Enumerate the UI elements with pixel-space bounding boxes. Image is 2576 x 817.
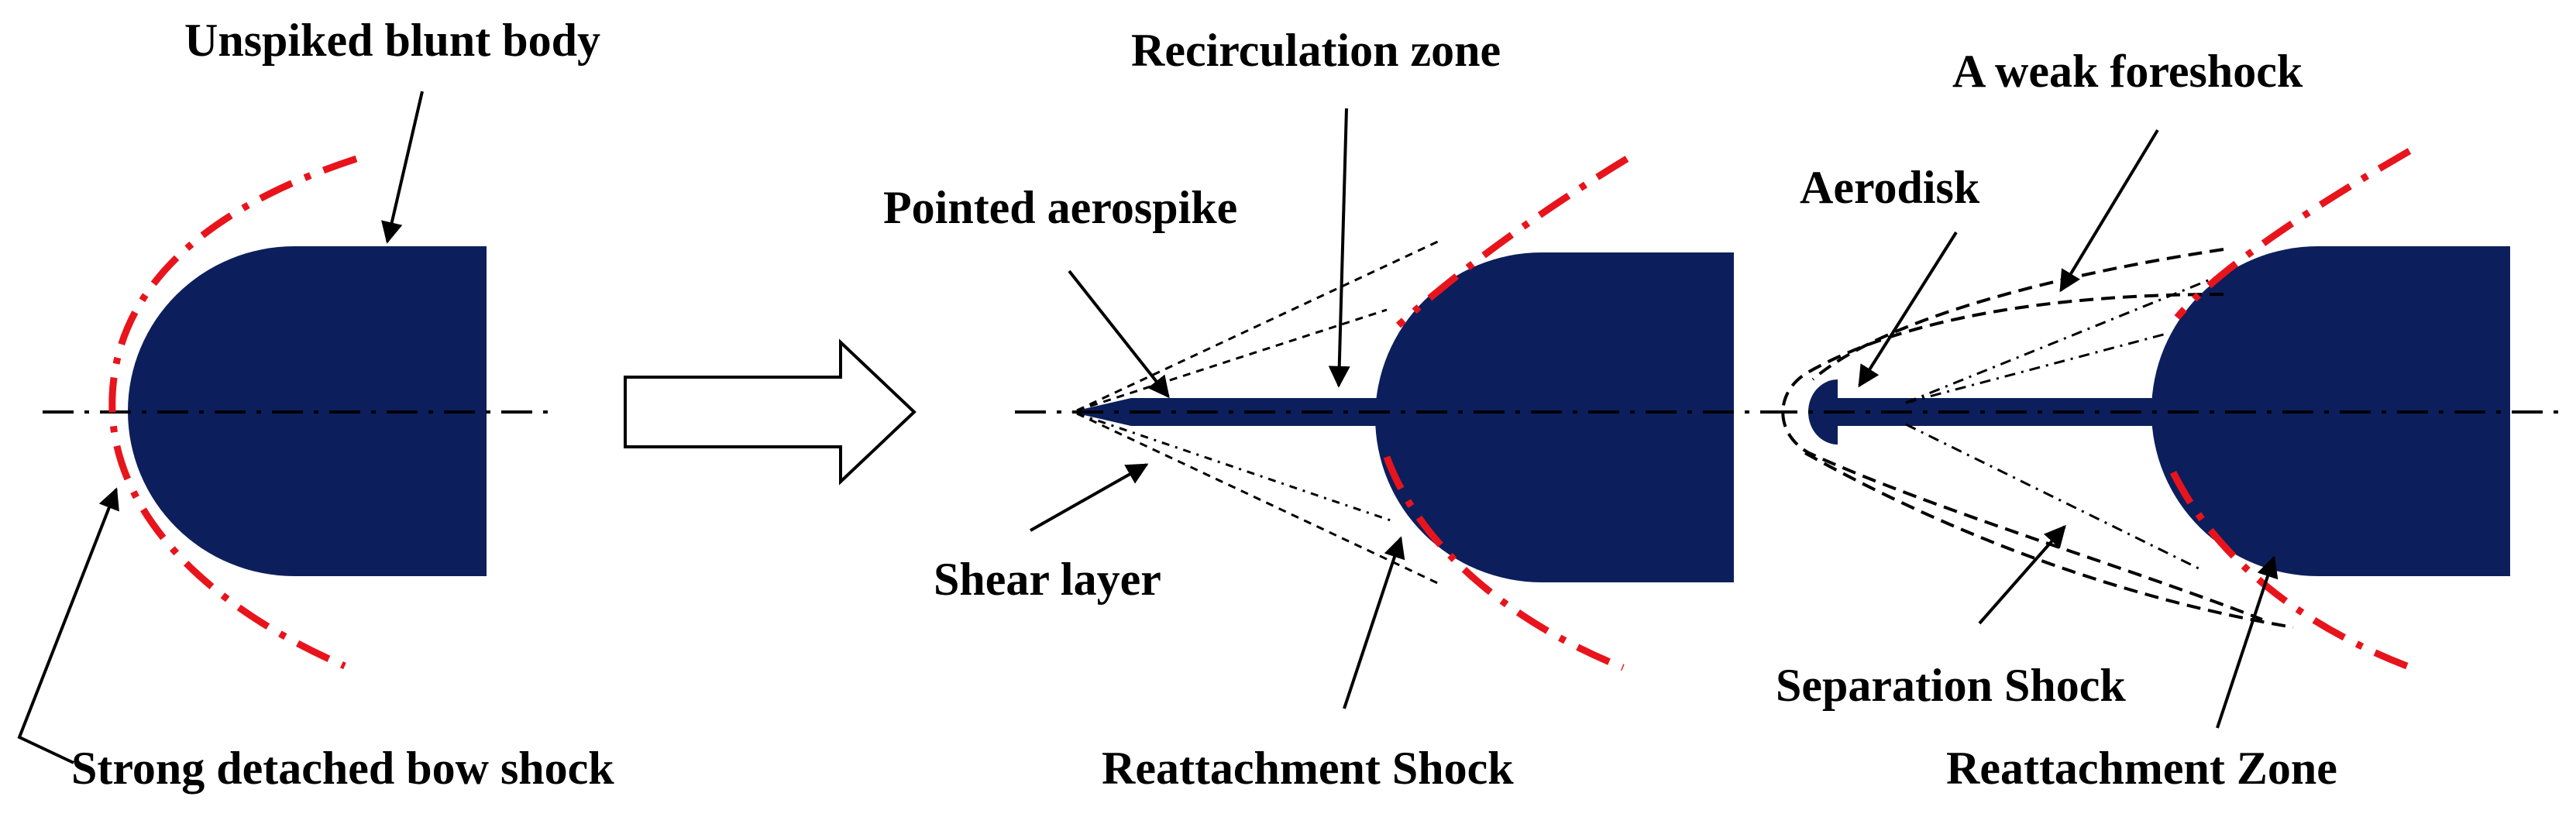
weak-foreshock-arrow (2059, 129, 2159, 293)
aerodisk-head (1808, 379, 1838, 445)
separation-shock-label: Separation Shock (1776, 660, 2126, 711)
recirculation-arrow (1328, 108, 1350, 388)
recirculation-label: Recirculation zone (1131, 25, 1501, 76)
shear-layer-3-lower (1905, 423, 2201, 571)
panel-aerodisk: A weak foreshock Aerodisk Separation Sho… (1766, 46, 2564, 794)
blunt-body-2 (1375, 252, 1734, 582)
unspiked-label: Unspiked blunt body (184, 15, 600, 66)
blunt-body-1 (128, 246, 487, 576)
shear-layer-arrow (1030, 463, 1149, 532)
transition-arrow (624, 338, 917, 486)
reattachment-shock-3-lower (2169, 470, 2419, 674)
separation-shock-arrow (1978, 524, 2066, 625)
shear-layer-lower-inner (1076, 412, 1391, 522)
shear-layer-upper-inner (1076, 308, 1388, 412)
separation-shock-lower (1804, 451, 2294, 629)
pointed-aerospike-arrow (1068, 269, 1170, 399)
panel-unspiked: Unspiked blunt body Strong detached bow … (17, 15, 614, 794)
shear-layer-lower-outer (1076, 412, 1442, 586)
reattachment-zone-label: Reattachment Zone (1946, 743, 2337, 794)
reattachment-shock-3-upper (2174, 148, 2412, 320)
aerodisk-arrow (1858, 231, 1958, 388)
shear-layer-label: Shear layer (934, 554, 1161, 605)
reattachment-shock-lower (1383, 455, 1625, 671)
reattachment-shock-label: Reattachment Shock (1102, 743, 1514, 794)
shear-layer-3-upper (1905, 269, 2232, 404)
reattachment-shock-upper (1395, 156, 1629, 328)
pointed-aerospike-label: Pointed aerospike (883, 182, 1237, 233)
panel-pointed-aerospike: Recirculation zone Pointed aerospike She… (883, 25, 1778, 794)
reattachment-zone-arrow (2216, 555, 2279, 729)
separation-shock-outer (1811, 248, 2224, 381)
bow-shock-1 (108, 155, 358, 670)
bow-shock-label: Strong detached bow shock (71, 743, 614, 794)
bow-shock-arrow (17, 487, 119, 764)
weak-foreshock-label: A weak foreshock (1952, 46, 2303, 97)
blunt-body-3 (2151, 246, 2510, 576)
unspiked-arrow (381, 91, 424, 244)
shear-layer-upper-outer (1076, 239, 1442, 412)
reattachment-shock-arrow (1343, 536, 1405, 709)
weak-foreshock (1781, 293, 2263, 621)
shear-layer-3-upper-inner (1905, 331, 2170, 404)
aerodisk-label: Aerodisk (1800, 162, 1980, 213)
